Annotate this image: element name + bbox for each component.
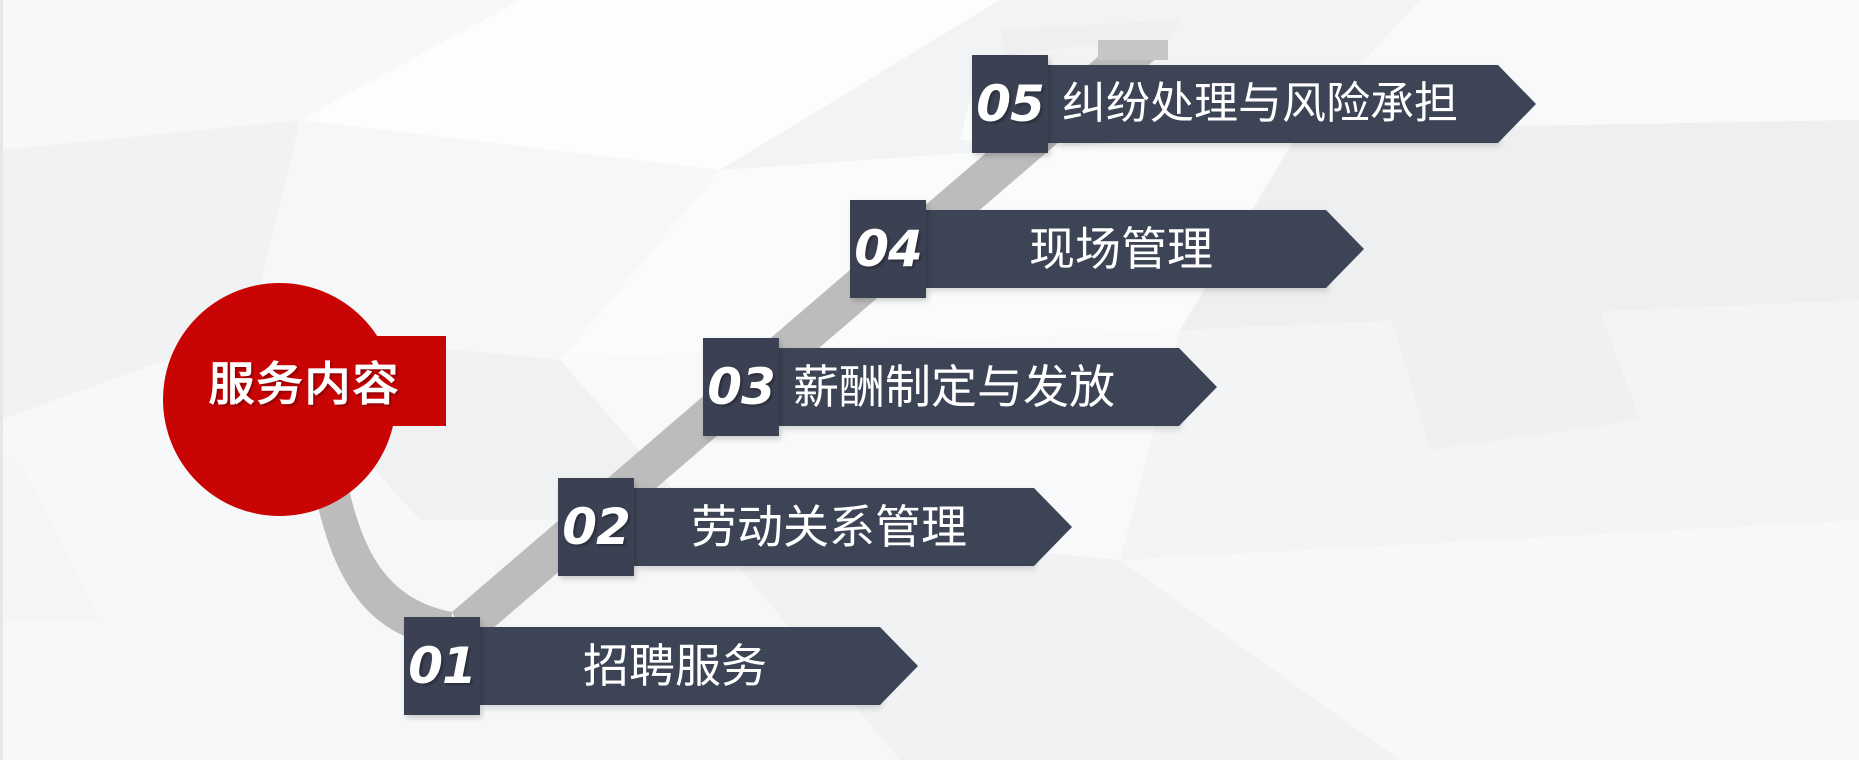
arrow-tip-icon [1179, 348, 1217, 426]
step-number-04: 04 [850, 200, 926, 298]
step-number-05: 05 [972, 55, 1048, 153]
arrow-tip-icon [1034, 488, 1072, 566]
step-banner-03: 薪酬制定与发放 [779, 348, 1217, 426]
step-label-03: 薪酬制定与发放 [793, 360, 1115, 414]
arrow-tip-icon [1498, 65, 1536, 143]
step-label-01: 招聘服务 [583, 639, 767, 693]
step-banner-04: 现场管理 [926, 210, 1364, 288]
step-label-02: 劳动关系管理 [691, 500, 967, 554]
step-label-04: 现场管理 [1029, 222, 1213, 276]
step-banner-05: 纠纷处理与风险承担 [1048, 65, 1536, 143]
title-badge-label: 服务内容 [208, 357, 401, 411]
title-badge-circle [163, 283, 396, 516]
step-number-01: 01 [404, 617, 480, 715]
step-label-05: 纠纷处理与风险承担 [1062, 78, 1458, 129]
step-banner-02: 劳动关系管理 [634, 488, 1072, 566]
step-number-03: 03 [703, 338, 779, 436]
arrow-tip-icon [1326, 210, 1364, 288]
step-number-02: 02 [558, 478, 634, 576]
arrow-tip-icon [880, 627, 918, 705]
step-banner-01: 招聘服务 [480, 627, 918, 705]
